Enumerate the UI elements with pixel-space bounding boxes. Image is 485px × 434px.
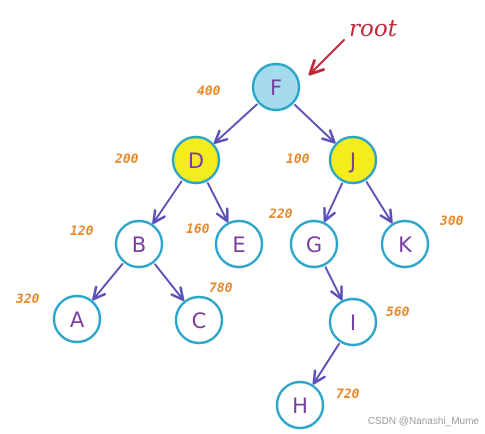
node-weight-e: 160 [186,222,210,237]
edge-b-a [92,263,124,301]
edge-f-d [213,103,258,145]
node-weight-b: 120 [70,224,94,239]
node-g: G 220 [268,207,339,269]
edge-d-b [152,180,183,225]
node-label-j: J [348,149,356,173]
node-weight-k: 300 [439,214,464,229]
node-label-d: D [188,149,204,173]
node-a: A 320 [15,292,102,344]
node-circle-h [275,380,325,430]
node-circle-b [114,219,164,269]
node-circle-c [174,295,224,345]
edge-b-c [154,263,185,302]
node-label-k: K [398,233,413,257]
edge-f-j [293,103,336,144]
node-e: E 160 [186,219,264,269]
node-label-e: E [232,233,245,257]
node-b: B 120 [70,219,164,269]
edge-j-k [365,181,393,224]
node-label-b: B [132,233,146,257]
edge-layer [92,103,393,385]
node-circle-i [328,297,378,347]
node-weight-c: 780 [209,281,233,296]
edge-j-g [323,182,344,223]
node-h: H 720 [275,380,360,430]
node-label-i: I [350,311,356,335]
node-circle-g [289,219,339,269]
node-label-c: C [192,309,207,333]
watermark: CSDN @Nanashi_Mume [367,416,479,427]
node-weight-d: 200 [114,152,139,167]
edge-i-h [312,342,340,385]
node-circle-f [251,62,301,112]
node-j: J 100 [286,135,378,185]
root-label: root [349,16,398,42]
node-label-a: A [70,308,85,332]
node-weight-i: 560 [386,305,410,320]
node-label-h: H [292,394,308,418]
node-circle-a [52,294,102,344]
node-k: K 300 [380,214,464,269]
node-circle-e [214,219,264,269]
node-f: F 400 [197,62,301,112]
edge-d-e [206,182,229,223]
node-weight-j: 100 [286,152,310,167]
node-weight-g: 220 [268,207,293,222]
root-pointer-arrow [308,39,345,76]
node-d: D 200 [114,135,221,185]
node-circle-d [171,135,221,185]
edge-g-i [324,266,343,301]
root-annotation: root [308,16,398,76]
node-i: I 560 [328,297,410,347]
node-label-f: F [270,76,282,100]
node-circle-k [380,219,430,269]
node-label-g: G [306,233,322,257]
node-weight-h: 720 [336,387,360,402]
node-weight-f: 400 [197,84,221,99]
node-weight-a: 320 [15,292,40,307]
node-circle-j [328,135,378,185]
